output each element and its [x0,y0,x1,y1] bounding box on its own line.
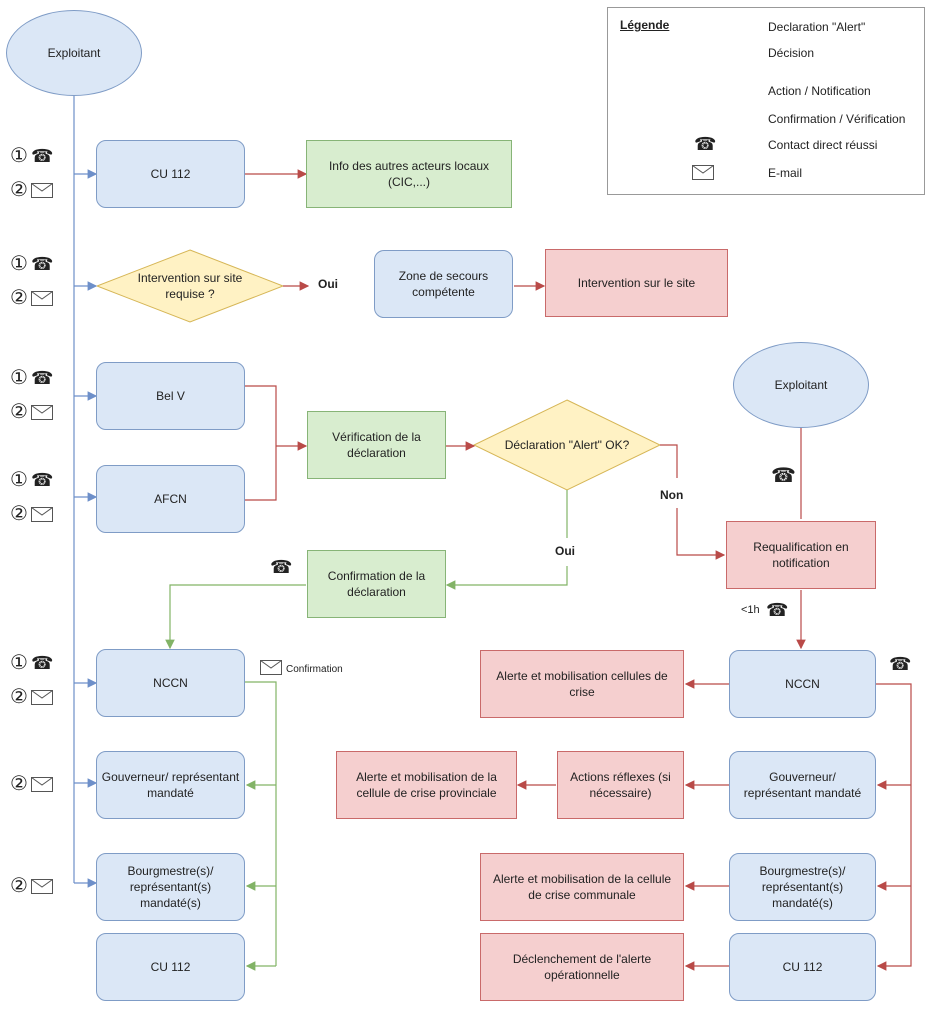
marker-phone-4: ①☎ [10,470,53,490]
nccn-left-node: NCCN [96,649,245,717]
legend-action-notification: Action / Notification [768,84,871,98]
delay-phone-icon: ☎ [766,600,789,620]
number-two: ② [10,179,28,201]
number-two: ② [10,686,28,708]
number-one: ① [10,652,28,674]
legend-mail-icon [692,165,714,180]
cu112-top-node: CU 112 [96,140,245,208]
nccn-right-node: NCCN [729,650,876,718]
phone-icon: ☎ [30,653,54,673]
bourgmestre-left-node: Bourgmestre(s)/ représentant(s) mandaté(… [96,853,245,921]
oui-label-1: Oui [318,277,338,291]
legend-declaration-alert: Declaration "Alert" [768,20,866,34]
oui-label-2: Oui [555,544,575,558]
decision-intervention-label: Intervention sur site requise ? [137,271,243,301]
nccn-phone-icon: ☎ [889,654,912,674]
legend-title: Légende [620,18,670,32]
marker-phone-5: ①☎ [10,653,53,673]
legend-confirmation-verification: Confirmation / Vérification [768,112,906,126]
confirmation-mail-label: Confirmation [286,664,343,675]
number-two: ② [10,503,28,525]
confirmation-mail-icon [260,660,282,675]
mail-icon [30,689,53,705]
marker-mail-4: ② [10,504,53,524]
marker-mail-2: ② [10,288,53,308]
marker-mail-6: ② [10,774,53,794]
marker-mail-3: ② [10,402,53,422]
non-label: Non [660,488,684,502]
exploitant-node-left: Exploitant [6,10,142,96]
decision-alert-label: Déclaration "Alert" OK? [504,438,630,452]
alerte-cellules-node: Alerte et mobilisation cellules de crise [480,650,684,718]
legend-email: E-mail [768,166,803,180]
phone-icon: ☎ [30,470,54,490]
number-one: ① [10,367,28,389]
number-two: ② [10,287,28,309]
requalif-phone-icon: ☎ [771,465,796,487]
info-acteurs-node: Info des autres acteurs locaux (CIC,...) [306,140,512,208]
number-two: ② [10,401,28,423]
marker-phone-1: ①☎ [10,146,53,166]
phone-icon: ☎ [30,368,54,388]
number-two: ② [10,875,28,897]
legend-contact-direct: Contact direct réussi [768,138,878,152]
number-one: ① [10,253,28,275]
mail-icon [30,182,53,198]
afcn-node: AFCN [96,465,245,533]
mail-icon [30,776,53,792]
cu112-bottom-left-node: CU 112 [96,933,245,1001]
intervention-site-node: Intervention sur le site [545,249,728,317]
legend-box: Légende Declaration "Alert" Décision Act… [607,7,925,195]
alerte-provinciale-node: Alerte et mobilisation de la cellule de … [336,751,517,819]
legend-decision: Décision [768,46,815,60]
number-one: ① [10,469,28,491]
belv-node: Bel V [96,362,245,430]
mail-icon [30,506,53,522]
phone-icon: ☎ [30,146,54,166]
confirmation-declaration-node: Confirmation de la déclaration [307,550,446,618]
marker-phone-2: ①☎ [10,254,53,274]
mail-icon [30,404,53,420]
bourgmestre-right-node: Bourgmestre(s)/ représentant(s) mandaté(… [729,853,876,921]
marker-mail-5: ② [10,687,53,707]
delay-label: <1h [741,604,760,616]
number-one: ① [10,145,28,167]
gouverneur-right-node: Gouverneur/ représentant mandaté [729,751,876,819]
mail-icon [30,878,53,894]
actions-reflexes-node: Actions réflexes (si nécessaire) [557,751,684,819]
marker-mail-7: ② [10,876,53,896]
legend-phone-icon: ☎ [694,134,717,154]
verification-node: Vérification de la déclaration [307,411,446,479]
declenchement-node: Déclenchement de l'alerte opérationnelle [480,933,684,1001]
marker-mail-1: ② [10,180,53,200]
marker-phone-3: ①☎ [10,368,53,388]
alerte-communale-node: Alerte et mobilisation de la cellule de … [480,853,684,921]
phone-icon: ☎ [30,254,54,274]
decision-diamond-intervention [95,249,285,323]
cu112-right-node: CU 112 [729,933,876,1001]
zone-secours-node: Zone de secours compétente [374,250,513,318]
confirmation-phone-icon: ☎ [270,557,293,577]
requalification-node: Requalification en notification [726,521,876,589]
mail-icon [30,290,53,306]
gouverneur-left-node: Gouverneur/ représentant mandaté [96,751,245,819]
number-two: ② [10,773,28,795]
exploitant-node-right: Exploitant [733,342,869,428]
